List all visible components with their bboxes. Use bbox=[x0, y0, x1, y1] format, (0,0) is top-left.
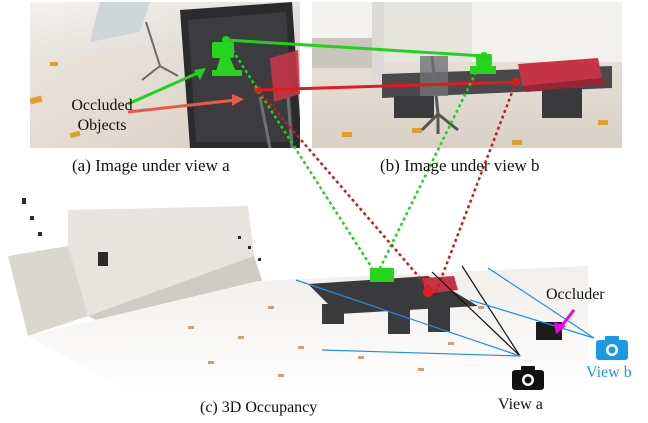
camera-icon bbox=[596, 336, 628, 360]
green-correspondence-line bbox=[225, 38, 485, 58]
view-b-label: View b bbox=[586, 364, 632, 381]
office-scene-view-a bbox=[30, 2, 300, 148]
office-scene-view-b bbox=[312, 2, 622, 148]
caption-a: (a) Image under view a bbox=[72, 156, 230, 175]
occluded-objects-label: Occluded Objects bbox=[60, 96, 144, 136]
caption-b: (b) Image under view b bbox=[380, 156, 540, 175]
green-arrow bbox=[127, 70, 201, 106]
occluded-label-line1: Occluded bbox=[71, 97, 133, 114]
camera-icon bbox=[512, 366, 544, 390]
panel-a-image bbox=[30, 2, 300, 148]
caption-c: (c) 3D Occupancy bbox=[200, 399, 318, 416]
occluder-label: Occluder bbox=[546, 286, 605, 303]
occupancy-point-cloud bbox=[8, 186, 590, 392]
panel-c-occupancy bbox=[8, 186, 590, 392]
occluded-label-line2: Objects bbox=[77, 117, 127, 134]
red-correspondence-line bbox=[257, 80, 517, 92]
red-arrow bbox=[127, 98, 237, 114]
view-a-label: View a bbox=[498, 396, 543, 413]
panel-b-image bbox=[312, 2, 622, 148]
